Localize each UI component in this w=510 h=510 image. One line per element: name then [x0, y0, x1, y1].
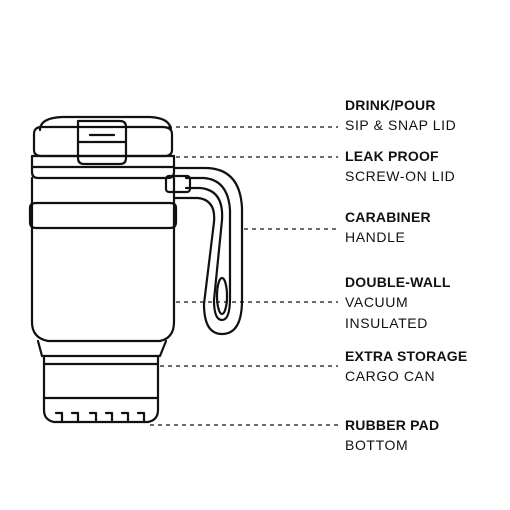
mug-body: [30, 176, 176, 343]
callout-subtitle: SIP & SNAP LID: [345, 117, 457, 133]
callout-subtitle: CARGO CAN: [345, 368, 436, 384]
callout-subtitle: INSULATED: [345, 315, 428, 331]
callout-drink-pour: DRINK/POUR SIP & SNAP LID: [345, 96, 505, 136]
handle-slot: [215, 276, 229, 316]
flip-cap: [76, 119, 128, 166]
handle-inner: [184, 176, 232, 322]
callout-subtitle: VACUUM: [345, 294, 409, 310]
callout-title: LEAK PROOF: [345, 148, 439, 164]
callout-subtitle: BOTTOM: [345, 437, 409, 453]
callout-title: RUBBER PAD: [345, 417, 440, 433]
callout-title: CARABINER: [345, 209, 431, 225]
lid-top: [38, 115, 173, 132]
callout-rubber-pad: RUBBER PAD BOTTOM: [345, 416, 505, 456]
screw-collar: [30, 154, 176, 180]
carabiner-handle: [172, 166, 244, 336]
callout-title: DRINK/POUR: [345, 97, 436, 113]
rubber-pad: [42, 396, 160, 424]
callout-subtitle: SCREW-ON LID: [345, 168, 456, 184]
callout-title: DOUBLE-WALL: [345, 274, 451, 290]
callout-subtitle: HANDLE: [345, 229, 406, 245]
cargo-can: [42, 354, 160, 400]
rubber-pad-treads: [54, 411, 146, 424]
callout-double-wall: DOUBLE-WALL VACUUM INSULATED: [345, 273, 505, 334]
callout-leak-proof: LEAK PROOF SCREW-ON LID: [345, 147, 505, 187]
callout-extra-storage: EXTRA STORAGE CARGO CAN: [345, 347, 505, 387]
base-taper: [36, 339, 168, 358]
handle-clip: [164, 174, 192, 194]
callout-title: EXTRA STORAGE: [345, 348, 468, 364]
grip-band: [28, 201, 178, 230]
callout-carabiner: CARABINER HANDLE: [345, 208, 505, 248]
